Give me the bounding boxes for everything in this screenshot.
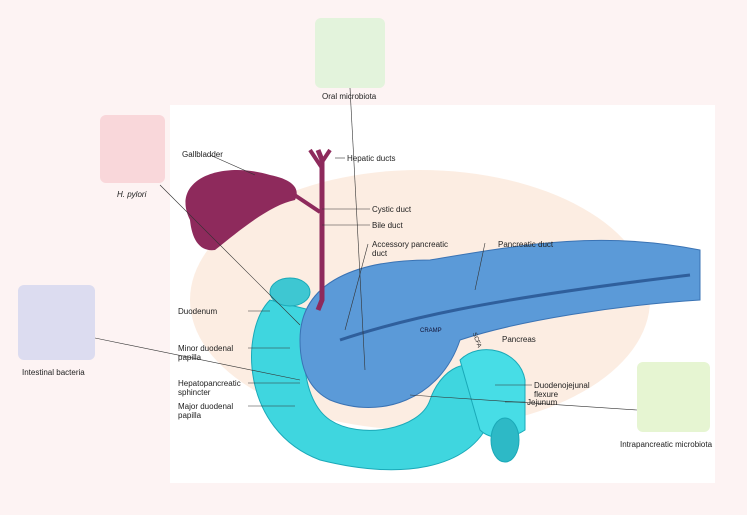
intestinal-bacteria-box: [18, 285, 95, 360]
pancreas-shape: [299, 239, 701, 408]
oral-microbiota-box: [315, 18, 385, 88]
duodenum-opening: [269, 277, 311, 307]
h-pylori-box: [100, 115, 165, 183]
label-hepatopancreatic-sphincter: Hepatopancreatic sphincter: [178, 379, 241, 397]
label-minor-duodenal-papilla: Minor duodenal papilla: [178, 344, 234, 362]
label-hepatic-ducts: Hepatic ducts: [347, 154, 396, 163]
bile-duct: [315, 149, 325, 311]
hepatic-ducts: [308, 148, 332, 169]
label-cramp: CRAMP: [420, 328, 442, 334]
label-cystic-duct: Cystic duct: [372, 205, 412, 214]
label-jejunum: Jejunum: [527, 398, 558, 407]
label-duodenum: Duodenum: [178, 307, 218, 316]
label-gallbladder: Gallbladder: [182, 150, 223, 159]
cystic-duct: [288, 190, 322, 214]
oral-microbiota-caption: Oral microbiota: [322, 92, 377, 101]
jejunum-opening: [490, 417, 520, 463]
label-duodenojejunal-flexure: Duodenojejunal flexure: [534, 381, 590, 399]
label-accessory-pancreatic-duct: Accessory pancreatic duct: [372, 240, 449, 258]
intrapancreatic-microbiota-caption: Intrapancreatic microbiota: [620, 440, 713, 449]
intrapancreatic-microbiota-box: [637, 362, 710, 432]
intestinal-bacteria-caption: Intestinal bacteria: [22, 368, 85, 377]
leader-lines: [94, 87, 638, 411]
label-major-duodenal-papilla: Major duodenal papilla: [178, 402, 234, 420]
pancreatic-duct: [339, 273, 691, 342]
h-pylori-caption: H. pylori: [117, 190, 147, 199]
jejunum-shape: [459, 349, 526, 438]
label-bile-duct: Bile duct: [372, 221, 403, 230]
gallbladder-shape: [185, 170, 297, 251]
label-pancreatic-duct: Pancreatic duct: [498, 240, 554, 249]
label-pancreas: Pancreas: [502, 335, 536, 344]
